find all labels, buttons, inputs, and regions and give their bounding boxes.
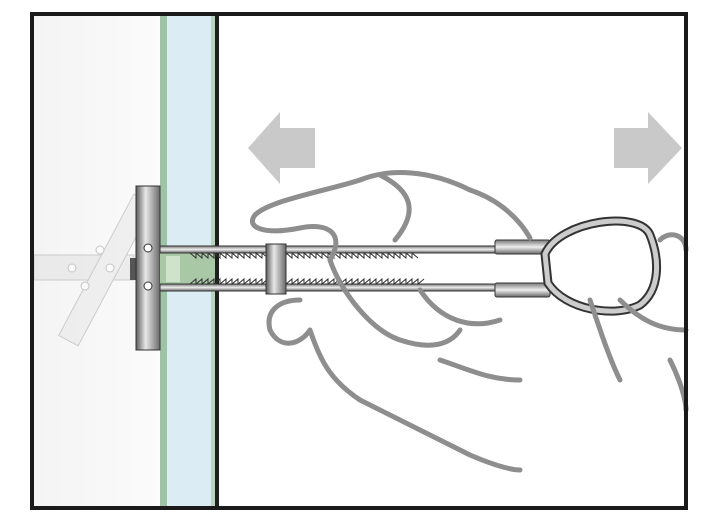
cap-collar bbox=[265, 243, 287, 295]
arrow-right-icon bbox=[614, 112, 682, 184]
wall-surface-line bbox=[215, 16, 219, 506]
toggle-plate bbox=[135, 185, 161, 351]
plate-hole bbox=[143, 281, 153, 291]
toggle-wing-ghost bbox=[33, 193, 154, 347]
pull-ring bbox=[494, 216, 662, 316]
anchor-sleeve-inner bbox=[166, 256, 180, 282]
plate-hole bbox=[143, 243, 153, 253]
hand-illustration bbox=[250, 170, 689, 473]
frame-border bbox=[30, 12, 688, 510]
arrow-left-icon bbox=[248, 112, 315, 184]
bolt-end bbox=[130, 258, 138, 280]
